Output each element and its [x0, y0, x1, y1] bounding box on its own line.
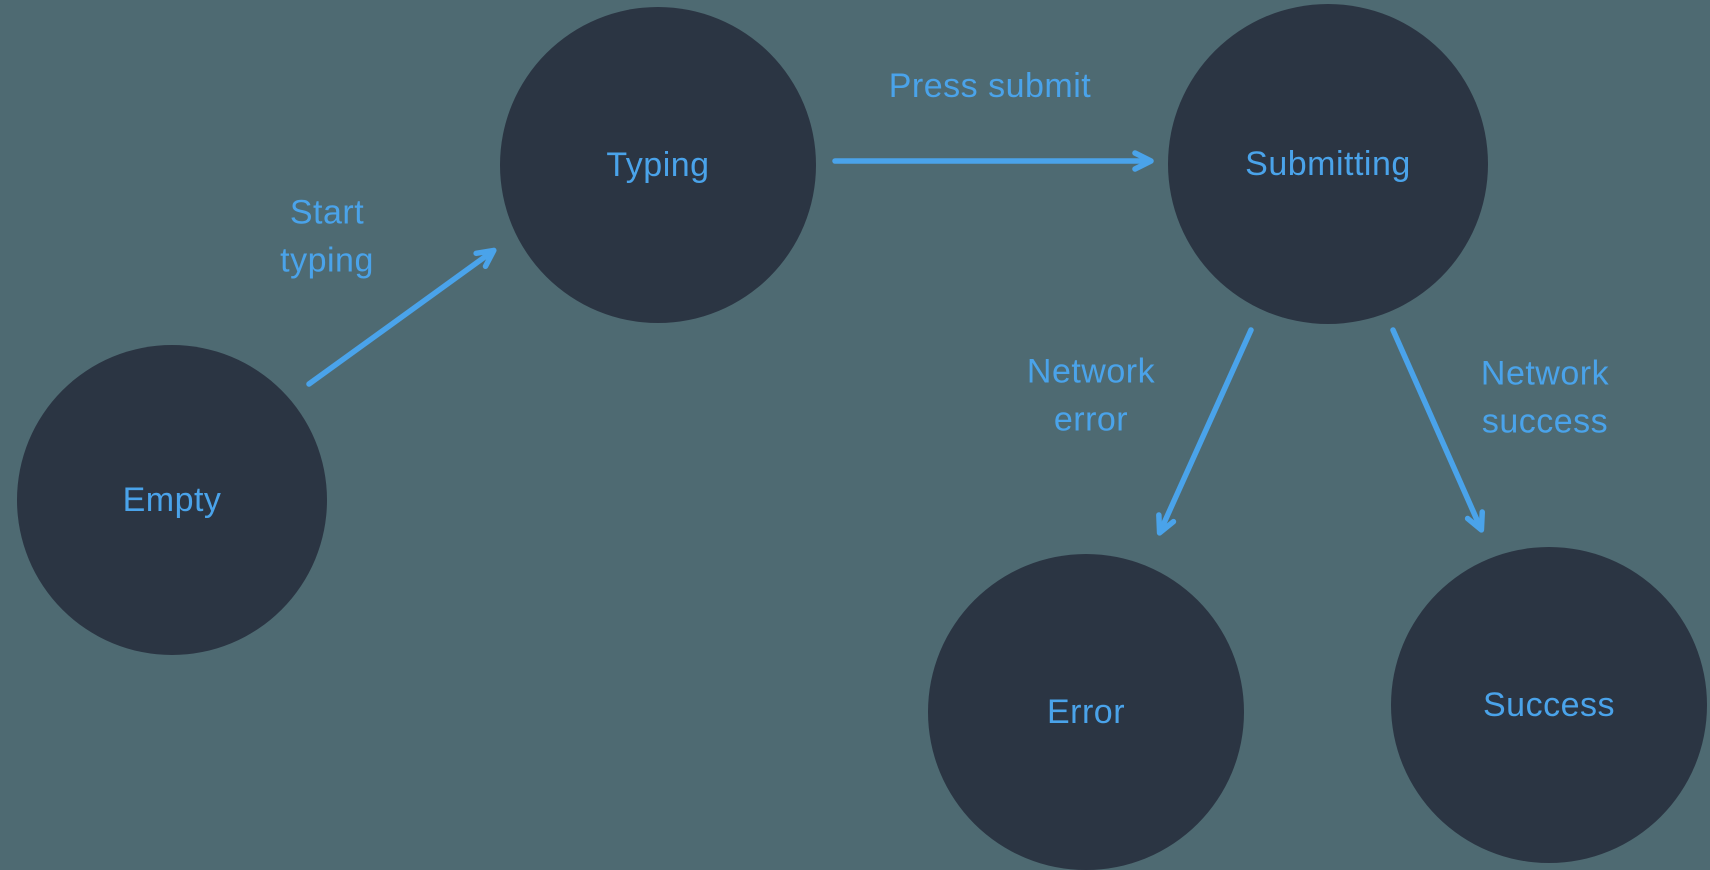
node-submitting: Submitting — [1168, 4, 1488, 324]
node-success: Success — [1391, 547, 1707, 863]
node-label-empty: Empty — [122, 480, 222, 519]
node-error: Error — [928, 554, 1244, 870]
node-label-success: Success — [1483, 685, 1615, 724]
node-label-submitting: Submitting — [1245, 144, 1411, 183]
edge-label-network-error: Network error — [1026, 352, 1156, 439]
node-label-error: Error — [1046, 692, 1126, 731]
node-label-typing: Typing — [606, 145, 710, 184]
edge-label-network-success: Network success — [1480, 354, 1610, 441]
edge-label-press-submit: Press submit — [888, 66, 1092, 105]
edge-label-start-typing: Start typing — [280, 193, 374, 280]
node-typing: Typing — [500, 7, 816, 323]
node-empty: Empty — [17, 345, 327, 655]
